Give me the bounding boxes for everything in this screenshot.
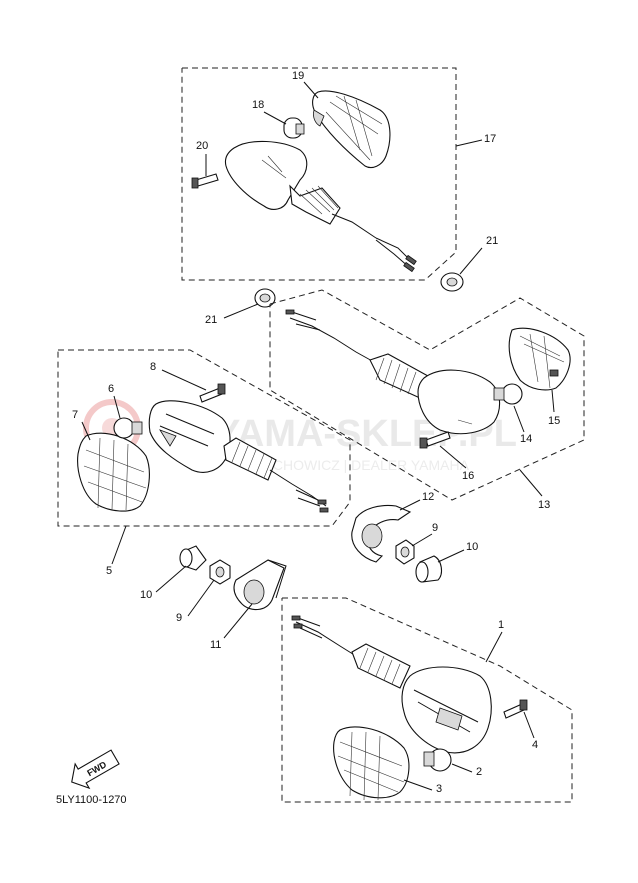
assembly-1-group: 1 2 3 4 xyxy=(281,597,573,803)
lens-7-part xyxy=(77,432,150,512)
lens-15-part xyxy=(508,327,571,391)
grommet-21b-part xyxy=(254,288,276,308)
callout-13: 13 xyxy=(538,499,550,511)
assembly-5-group: 6 7 8 5 xyxy=(57,349,351,577)
nut-9a-part xyxy=(395,539,415,565)
callout-11: 11 xyxy=(210,639,221,651)
callout-7: 7 xyxy=(72,409,78,421)
assembly-13-group: 14 15 16 13 xyxy=(269,289,585,511)
callout-21b: 21 xyxy=(205,314,217,326)
lens-19-part xyxy=(312,90,391,169)
lens-3-part xyxy=(333,726,410,801)
callout-16: 16 xyxy=(462,470,474,482)
screw-20-part xyxy=(191,173,219,189)
bulb-14-part xyxy=(493,383,523,405)
callout-17: 17 xyxy=(484,133,496,145)
callout-1: 1 xyxy=(498,619,504,631)
callout-6: 6 xyxy=(108,383,114,395)
bulb-18-part xyxy=(283,117,305,139)
nut-9b-part xyxy=(209,559,231,585)
callout-15: 15 xyxy=(548,415,560,427)
callout-21a: 21 xyxy=(486,235,498,247)
grommet-10a-part xyxy=(415,555,443,583)
assembly-5-boundary xyxy=(57,349,351,527)
grommet-21a-part xyxy=(440,272,464,292)
assembly-17-group: 19 18 20 17 xyxy=(181,67,496,281)
grommet-10b-part xyxy=(179,545,207,571)
bracket-12-part xyxy=(351,504,412,563)
callout-2: 2 xyxy=(476,766,482,778)
bracket-11-part xyxy=(233,559,287,611)
housing-17-part xyxy=(224,140,417,273)
fwd-arrow: FWD xyxy=(71,749,120,790)
callout-14: 14 xyxy=(520,433,532,445)
callout-19: 19 xyxy=(292,70,304,82)
callout-8: 8 xyxy=(150,361,156,373)
diagram-code: 5LY1100-1270 xyxy=(56,794,127,806)
callout-12: 12 xyxy=(422,491,434,503)
callout-5: 5 xyxy=(106,565,112,577)
callout-10b: 10 xyxy=(140,589,152,601)
callout-3: 3 xyxy=(436,783,442,795)
assembly-1-boundary xyxy=(281,597,573,803)
bulb-6-part xyxy=(113,417,143,439)
callout-9a: 9 xyxy=(432,522,438,534)
callout-18: 18 xyxy=(252,99,264,111)
watermark-sub-text: TECHOWICZ | DEALER YAMAHA xyxy=(255,457,470,473)
assembly-13-boundary xyxy=(269,289,585,501)
callout-10a: 10 xyxy=(466,541,478,553)
callout-20: 20 xyxy=(196,140,208,152)
callout-4: 4 xyxy=(532,739,538,751)
callout-9b: 9 xyxy=(176,612,182,624)
bulb-2-part xyxy=(423,748,452,772)
